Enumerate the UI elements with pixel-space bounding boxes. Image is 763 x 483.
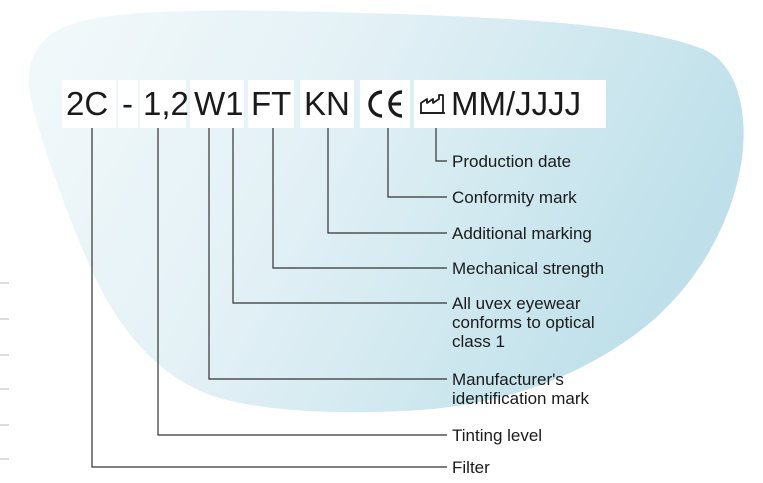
- label-manufacturer-id: Manufacturer's identification mark: [452, 370, 590, 408]
- tint-level-code: 1,2: [143, 85, 189, 122]
- tint-level-box: [140, 80, 186, 128]
- additional-mark-box: [300, 80, 354, 128]
- strength-mark-box: [248, 80, 294, 128]
- leader-conformity-mark: [387, 126, 447, 198]
- label-mechanical-strength: Mechanical strength: [452, 259, 605, 278]
- leader-production-date: [435, 126, 447, 162]
- label-conformity-mark: Conformity mark: [452, 188, 577, 207]
- label-filter: Filter: [452, 458, 490, 477]
- label-production-date: Production date: [452, 152, 572, 171]
- leader-additional-marking: [327, 126, 447, 234]
- leader-filter: [91, 126, 447, 468]
- production-date-box: [414, 80, 606, 128]
- label-optical-class: All uvex eyewear conforms to optical cla…: [452, 294, 595, 351]
- production-date-code: MM/JJJJ: [451, 85, 582, 122]
- filter-code: 2C: [66, 85, 109, 122]
- strength-mark-code: FT: [251, 85, 292, 122]
- label-additional-marking: Additional marking: [452, 224, 592, 243]
- manufacturer-mark-code: W1: [194, 85, 244, 122]
- leader-tinting-level: [157, 126, 447, 436]
- label-tinting-level: Tinting level: [452, 426, 543, 445]
- manufacturer-mark-box: [190, 80, 244, 128]
- ce-mark-icon: [368, 90, 403, 118]
- lens-outline: [28, 10, 744, 413]
- edge-ticks: [0, 282, 9, 460]
- factory-date-icon: [420, 94, 445, 114]
- filter-code-box: [62, 80, 116, 128]
- dash: -: [122, 85, 133, 122]
- leader-mechanical-strength: [272, 126, 447, 269]
- leader-manufacturer-id: [208, 126, 447, 380]
- additional-mark-code: KN: [304, 85, 350, 122]
- dash-box: [118, 80, 138, 128]
- leader-optical-class: [232, 126, 447, 304]
- leader-lines: [91, 126, 447, 468]
